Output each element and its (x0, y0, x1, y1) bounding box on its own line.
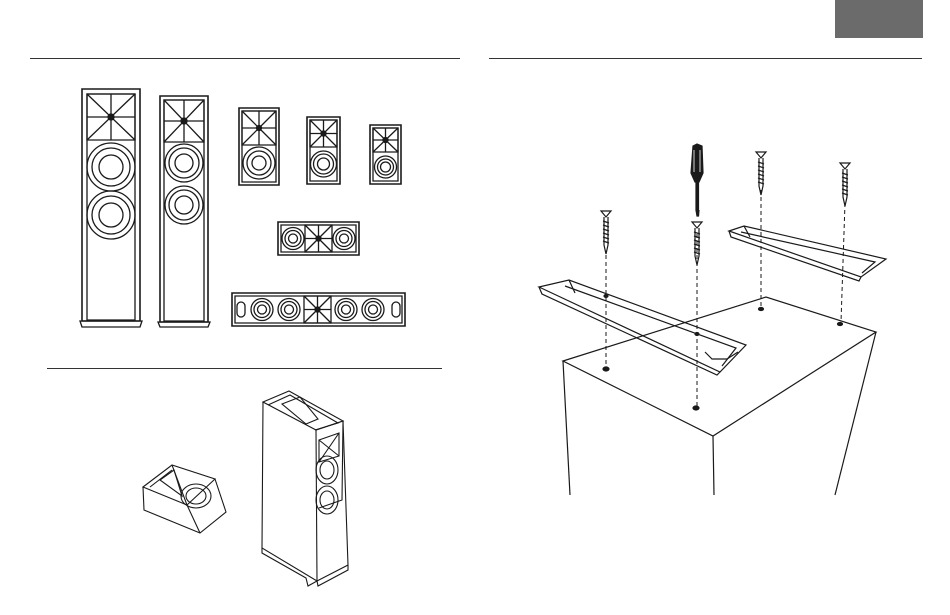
screw (840, 163, 850, 206)
divider-mid-left (47, 368, 442, 369)
mounting-bracket-front (539, 280, 746, 375)
bracket-install-figure (480, 60, 930, 510)
soundbar-speaker (232, 293, 405, 326)
screw (601, 211, 611, 254)
bookshelf-speaker-small (370, 125, 401, 184)
speaker-lineup-figure (0, 0, 470, 360)
tower-speaker-large (80, 89, 142, 327)
center-channel-speaker (278, 222, 359, 255)
screwdriver (691, 144, 703, 216)
tower-speaker-with-elevation-module (262, 391, 348, 586)
elevation-figure (0, 370, 470, 610)
speaker-cabinet-top (563, 297, 876, 495)
section-tab (835, 0, 923, 38)
elevation-module (143, 465, 226, 533)
bookshelf-speaker-large (239, 108, 279, 185)
bookshelf-speaker-medium (307, 117, 340, 184)
divider-top-right (489, 58, 922, 59)
mounting-bracket-rear (729, 226, 886, 281)
screw (756, 152, 766, 195)
screw-guide-lines (606, 190, 845, 406)
tower-speaker (158, 96, 210, 327)
